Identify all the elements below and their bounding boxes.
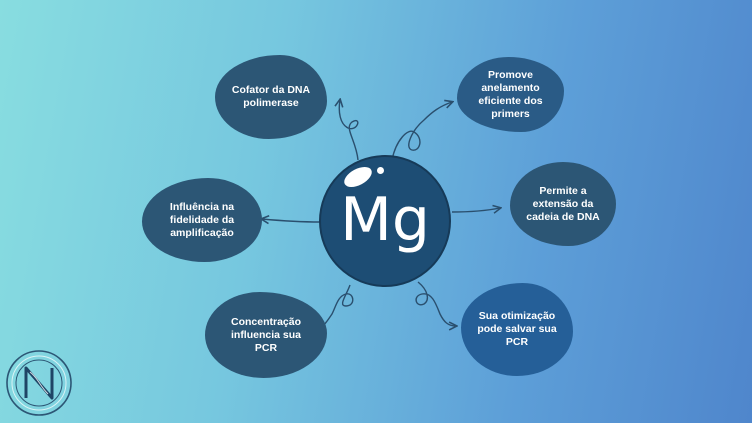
- node-otimizacao-line-3: PCR: [505, 336, 529, 348]
- node-anelamento-line-2: anelamento: [481, 81, 540, 94]
- node-concentracao-line-3: PCR: [254, 341, 278, 354]
- node-cofator: Cofator da DNA polimerase: [215, 55, 327, 139]
- node-otimizacao-line-1: Sua otimização: [478, 310, 556, 322]
- node-cofator-line-1: Cofator da DNA: [231, 84, 311, 96]
- center-symbol: Mg: [340, 185, 430, 255]
- node-extensao-line-3: cadeia de DNA: [526, 210, 600, 223]
- node-anelamento: Promove anelamento eficiente dos primers: [457, 57, 564, 132]
- arrow-to-anelamento: [391, 102, 452, 161]
- node-concentracao-line-1: Concentração: [230, 315, 302, 328]
- node-extensao-line-1: Permite a: [539, 184, 587, 197]
- node-concentracao-line-2: influencia sua: [230, 328, 302, 341]
- arrow-to-fidelidade: [262, 219, 321, 222]
- arrow-to-concentracao: [318, 284, 354, 330]
- node-anelamento-line-4: primers: [491, 107, 530, 120]
- node-cofator-line-2: polimerase: [243, 97, 299, 109]
- arrow-to-cofator: [339, 100, 359, 161]
- center-mg-circle: Mg: [319, 155, 451, 287]
- n-monogram-logo-icon: [6, 350, 72, 416]
- node-otimizacao: Sua otimização pode salvar sua PCR: [461, 283, 573, 376]
- arrow-to-otimizacao: [415, 281, 456, 326]
- node-extensao: Permite a extensão da cadeia de DNA: [510, 162, 616, 246]
- node-anelamento-line-3: eficiente dos: [478, 94, 543, 107]
- node-fidelidade-line-3: amplificação: [170, 226, 234, 239]
- node-fidelidade-line-2: fidelidade da: [169, 213, 235, 226]
- node-anelamento-line-1: Promove: [488, 68, 533, 81]
- node-concentracao: Concentração influencia sua PCR: [205, 292, 327, 378]
- node-otimizacao-line-2: pode salvar sua: [477, 323, 557, 335]
- shine-dot-icon: [377, 167, 384, 174]
- arrow-to-extensao: [451, 208, 500, 212]
- node-fidelidade: Influência na fidelidade da amplificação: [142, 178, 262, 262]
- node-fidelidade-line-1: Influência na: [169, 200, 235, 213]
- node-extensao-line-2: extensão da: [532, 197, 594, 210]
